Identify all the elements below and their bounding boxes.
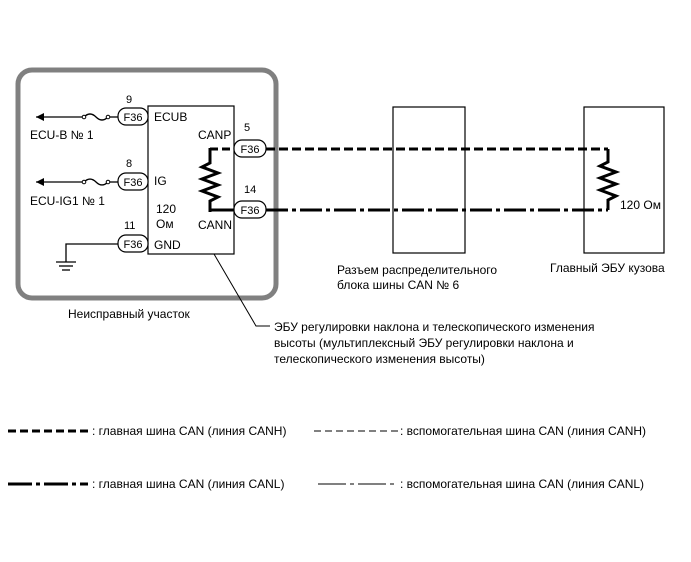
- connector-pin-ig-number: 8: [126, 158, 132, 170]
- body-ecu-resistor-value: 120 Ом: [620, 198, 661, 212]
- connector-pin-gnd-number: 11: [124, 220, 135, 232]
- pin-gnd-label: GND: [154, 238, 181, 252]
- ecub-arrow-icon: [36, 113, 44, 121]
- faulty-area-label: Неисправный участок: [68, 307, 191, 321]
- legend-sub-canl-label: : вспомогательная шина CAN (линия CANL): [400, 477, 644, 491]
- ecub-fuse-icon: [83, 113, 109, 121]
- connector-f36-ig-label: F36: [124, 177, 143, 189]
- connector-f36-cann-label: F36: [241, 205, 260, 217]
- main-body-ecu-box: [583, 106, 665, 254]
- body-ecu-termination-resistor: [595, 149, 621, 210]
- connector-pin-ecub-number: 9: [126, 94, 132, 106]
- ig-fuse-icon: [83, 178, 109, 186]
- connector-f36-canp-label: F36: [241, 144, 260, 156]
- connector-f36-ecub-label: F36: [124, 112, 143, 124]
- connector-f36-gnd-label: F36: [124, 239, 143, 251]
- connector-pin-canp-number: 5: [244, 122, 250, 134]
- gnd-wire: [65, 243, 118, 262]
- can-junction-block-box: [392, 106, 466, 254]
- legend-main-canl-label: : главная шина CAN (линия CANL): [92, 477, 284, 491]
- internal-termination-resistor: [197, 148, 223, 212]
- fuse-ecu-b-label: ECU-B № 1: [30, 128, 94, 142]
- ecu-leader-line: [213, 253, 270, 327]
- internal-resistor-value-line1: 120: [156, 202, 176, 216]
- ecu-description-line2: высоты (мультиплексный ЭБУ регулировки н…: [274, 336, 574, 350]
- pin-ig-label: IG: [154, 174, 167, 188]
- ground-icon: [56, 261, 76, 271]
- legend-main-canh-label: : главная шина CAN (линия CANH): [92, 424, 286, 438]
- faulty-area-outline: [15, 67, 279, 301]
- ecu-description-line3: телескопического изменения высоты): [274, 352, 485, 366]
- main-body-ecu-label: Главный ЭБУ кузова: [550, 261, 665, 275]
- ecu-description-line1: ЭБУ регулировки наклона и телескопическо…: [274, 320, 594, 334]
- junction-block-label-line2: блока шины CAN № 6: [337, 278, 459, 292]
- ig-arrow-icon: [36, 178, 44, 186]
- pin-cann-label: CANN: [198, 218, 232, 232]
- pin-canp-label: CANP: [198, 128, 231, 142]
- pin-ecub-label: ECUB: [154, 110, 187, 124]
- internal-resistor-value-line2: Ом: [156, 217, 174, 231]
- legend: : главная шина CAN (линия CANH) : вспомо…: [8, 424, 646, 491]
- junction-block-label-line1: Разъем распределительного: [337, 263, 497, 277]
- legend-sub-canh-label: : вспомогательная шина CAN (линия CANH): [400, 424, 646, 438]
- fuse-ecu-ig1-label: ECU-IG1 № 1: [30, 194, 105, 208]
- connector-pin-cann-number: 14: [244, 184, 256, 196]
